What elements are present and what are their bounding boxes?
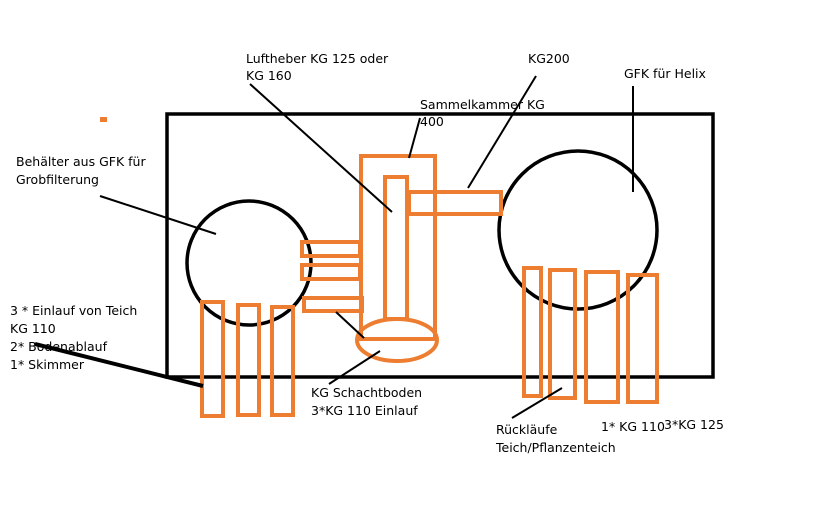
return-pipe-3 bbox=[584, 270, 620, 404]
label-einlauf-3: 2* Bodenablauf bbox=[10, 339, 108, 354]
leader-kg200 bbox=[467, 75, 537, 189]
pipe-group bbox=[200, 154, 659, 418]
kg200-connector bbox=[407, 190, 503, 216]
return-pipe-4 bbox=[626, 273, 659, 404]
leader-lufttheber bbox=[249, 83, 393, 213]
label-kg110: 1* KG 110 bbox=[601, 419, 665, 434]
leader-behaelter bbox=[99, 195, 217, 235]
return-pipe-1 bbox=[522, 266, 543, 398]
label-einlauf-4: 1* Skimmer bbox=[10, 357, 85, 372]
label-sammelkammer-2: 400 bbox=[420, 114, 444, 129]
inlet-pipe-3 bbox=[270, 305, 295, 417]
tank-connector-bottom bbox=[302, 296, 364, 313]
label-lufttheber-2: KG 160 bbox=[246, 68, 292, 83]
label-sammelkammer-1: Sammelkammer KG bbox=[420, 97, 545, 112]
label-lufttheber-1: Luftheber KG 125 oder bbox=[246, 51, 389, 66]
leader-sammelkammer bbox=[408, 117, 421, 159]
leader-lines bbox=[99, 75, 634, 419]
label-behaelter-2: Grobfilterung bbox=[16, 172, 99, 187]
label-gfk-helix: GFK für Helix bbox=[624, 66, 706, 81]
label-kg200: KG200 bbox=[528, 51, 570, 66]
inlet-pipe-1 bbox=[200, 300, 225, 418]
label-ruecklaeufe-2: Teich/Pflanzenteich bbox=[495, 440, 616, 455]
airlift-pipe bbox=[383, 175, 409, 321]
shaft-base bbox=[355, 317, 439, 363]
label-einlauf-2: KG 110 bbox=[10, 321, 56, 336]
helix-tank bbox=[497, 149, 659, 311]
leader-ruecklaeufe bbox=[511, 387, 563, 419]
leader-schacht bbox=[328, 350, 381, 385]
inlet-pipe-2 bbox=[236, 303, 261, 417]
leader-tank-connector bbox=[335, 311, 365, 339]
label-ruecklaeufe-1: Rückläufe bbox=[496, 422, 558, 437]
label-kg125: 3*KG 125 bbox=[664, 417, 724, 432]
tank-connector-top bbox=[300, 240, 362, 258]
tank-connector-middle bbox=[300, 263, 362, 281]
filter-enclosure bbox=[165, 112, 715, 379]
label-behaelter-1: Behälter aus GFK für bbox=[16, 154, 146, 169]
label-schacht-1: KG Schachtboden bbox=[311, 385, 422, 400]
collection-chamber bbox=[359, 154, 437, 341]
label-schacht-2: 3*KG 110 Einlauf bbox=[311, 403, 418, 418]
label-einlauf-1: 3 * Einlauf von Teich bbox=[10, 303, 137, 318]
return-pipe-2 bbox=[548, 268, 577, 400]
orange-marker bbox=[100, 117, 107, 122]
leader-einlauf bbox=[34, 342, 204, 388]
